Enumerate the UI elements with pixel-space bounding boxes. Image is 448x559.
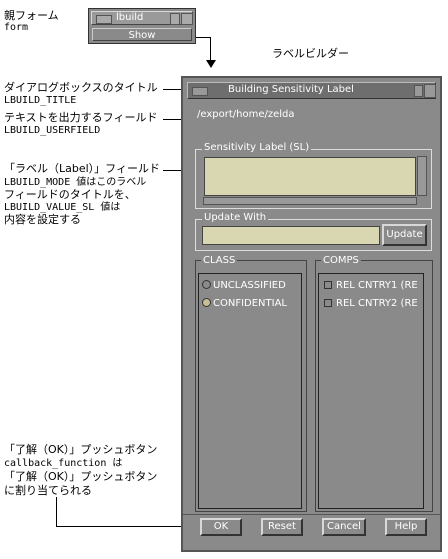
update-button[interactable]: Update (382, 224, 427, 246)
leader-line (196, 37, 210, 38)
dialog-title-bar[interactable]: Building Sensitivity Label (187, 82, 436, 99)
sl-label: Sensitivity Label (SL) (202, 142, 312, 153)
class-label: CLASS (201, 255, 238, 266)
parent-window-title: lbuild (116, 12, 144, 23)
ok-button[interactable]: OK (200, 518, 242, 536)
radio-icon (202, 280, 211, 289)
userfield-annotation: テキストを出力するフィールド (4, 111, 158, 124)
label-field-annotation-5: 内容を設定する (4, 213, 81, 226)
userfield-code: LBUILD_USERFIELD (4, 125, 101, 136)
class-list[interactable]: UNCLASSIFIED CONFIDENTIAL (198, 273, 302, 509)
sl-frame (195, 149, 432, 209)
checkbox-icon (324, 281, 332, 289)
separator (183, 514, 440, 515)
dialog-title: Building Sensitivity Label (228, 84, 354, 95)
radio-selected-icon (202, 298, 211, 307)
parent-form-label: 親フォーム (4, 9, 59, 22)
parent-form-code: form (4, 22, 29, 33)
leader-line (163, 119, 194, 120)
sl-text-area[interactable] (204, 157, 416, 196)
label-builder-dialog: Building Sensitivity Label /export/home/… (181, 76, 442, 552)
class-item-confidential[interactable]: CONFIDENTIAL (202, 298, 287, 309)
ok-annotation-3: 「了解（OK）」プッシュボタン (4, 470, 158, 483)
comps-item-cntry1[interactable]: REL CNTRY1 (RE (324, 280, 418, 291)
reset-button[interactable]: Reset (261, 518, 303, 536)
parent-title-bar[interactable]: lbuild (91, 11, 193, 25)
update-input[interactable] (202, 226, 380, 245)
label-field-annotation-3: フィールドのタイトルを、 (4, 188, 136, 201)
parent-form-window: lbuild Show (88, 8, 196, 44)
update-frame (195, 219, 432, 251)
help-button[interactable]: Help (385, 518, 427, 536)
label-field-annotation-4: LBUILD_VALUE_SL 値は (4, 202, 121, 213)
title-annotation: ダイアログボックスのタイトル (4, 81, 158, 94)
leader-line (56, 497, 57, 526)
ok-annotation-4: に割り当てられる (4, 484, 92, 497)
maximize-button[interactable] (424, 84, 436, 98)
class-list-frame: UNCLASSIFIED CONFIDENTIAL (195, 260, 307, 512)
label-field-annotation-2: LBUILD_MODE 値はこのラベル (4, 177, 147, 188)
leader-line (210, 37, 211, 61)
comps-list[interactable]: REL CNTRY1 (RE REL CNTRY2 (RE (318, 273, 424, 509)
comps-item-cntry2[interactable]: REL CNTRY2 (RE (324, 298, 418, 309)
window-menu-button[interactable] (192, 87, 208, 96)
label-builder-caption: ラベルビルダー (272, 47, 349, 60)
sl-vertical-scrollbar[interactable] (417, 156, 427, 196)
user-field: /export/home/zelda (197, 109, 295, 120)
class-item-unclassified[interactable]: UNCLASSIFIED (202, 280, 286, 291)
sl-horizontal-scrollbar[interactable] (203, 197, 417, 205)
title-code: LBUILD_TITLE (4, 95, 77, 106)
comps-label: COMPS (321, 255, 361, 266)
leader-line (56, 526, 200, 527)
cancel-button[interactable]: Cancel (322, 518, 366, 536)
update-with-label: Update With (202, 212, 269, 223)
checkbox-icon (324, 299, 332, 307)
comps-list-frame: REL CNTRY1 (RE REL CNTRY2 (RE (315, 260, 433, 512)
minimize-button[interactable] (414, 85, 423, 97)
window-menu-button[interactable] (96, 15, 112, 24)
label-field-annotation-1: 「ラベル（Label）」フィールド (4, 162, 160, 175)
ok-annotation-2: callback_function は (4, 458, 123, 469)
show-button[interactable]: Show (92, 28, 192, 41)
maximize-button[interactable] (181, 13, 193, 25)
ok-annotation-1: 「了解（OK）」プッシュボタン (4, 443, 158, 456)
leader-arrow (206, 60, 216, 68)
minimize-button[interactable] (170, 13, 180, 25)
